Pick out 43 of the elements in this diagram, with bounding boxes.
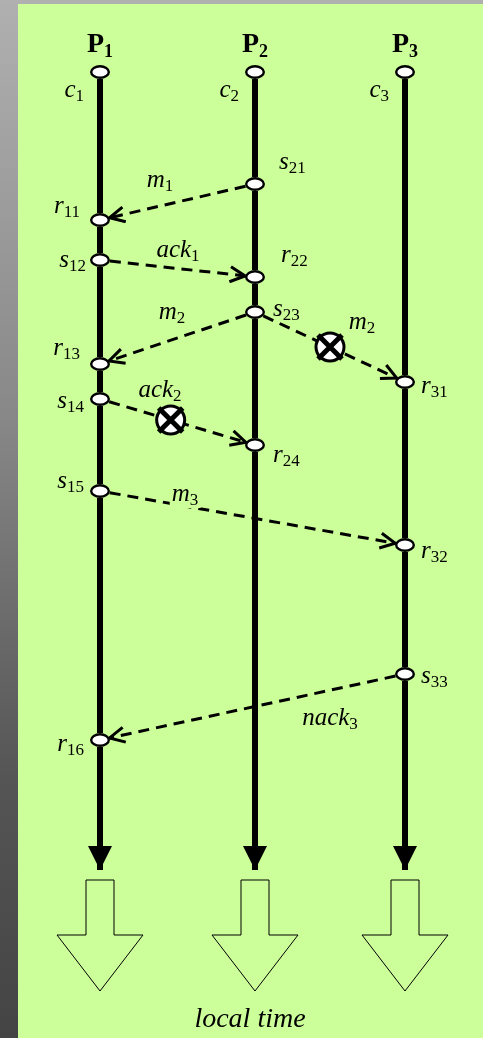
event-label: s$_{12}$ bbox=[59, 246, 86, 274]
message-arrow bbox=[262, 314, 399, 381]
event-label: r$_{13}$ bbox=[53, 334, 80, 362]
timeline bbox=[88, 747, 112, 870]
event-label: r$_{32}$ bbox=[421, 537, 448, 565]
timeline bbox=[97, 498, 103, 733]
timeline bbox=[252, 284, 258, 305]
event-label: c$_{1}$ bbox=[64, 76, 84, 104]
event-label: r$_{22}$ bbox=[281, 241, 308, 269]
timeline bbox=[97, 227, 103, 253]
event-label: r$_{31}$ bbox=[421, 372, 448, 400]
event-label: s$_{21}$ bbox=[279, 148, 306, 176]
timeline bbox=[97, 406, 103, 484]
process-name: P$_{2}$ bbox=[241, 28, 269, 60]
timeline bbox=[97, 79, 103, 213]
message-arrow bbox=[108, 674, 396, 744]
message-arrow bbox=[108, 400, 248, 447]
event-label: s$_{33}$ bbox=[421, 662, 448, 690]
message-arrow bbox=[109, 491, 397, 550]
timeline bbox=[402, 79, 408, 375]
event-label: s$_{23}$ bbox=[273, 295, 300, 323]
timeline bbox=[252, 319, 258, 438]
axis-caption: local time bbox=[194, 1002, 306, 1034]
timeline bbox=[393, 681, 417, 870]
message-arrow bbox=[108, 184, 246, 224]
timeline bbox=[402, 389, 408, 538]
event-label: r$_{24}$ bbox=[273, 441, 300, 469]
event-label: r$_{16}$ bbox=[57, 730, 84, 758]
event-label: c$_{2}$ bbox=[219, 76, 239, 104]
event-label: r$_{11}$ bbox=[53, 192, 80, 220]
event-label: c$_{3}$ bbox=[369, 76, 389, 104]
process-name: P$_{3}$ bbox=[391, 28, 419, 60]
timeline bbox=[243, 452, 267, 870]
timeline bbox=[402, 552, 408, 667]
process-name: P$_{1}$ bbox=[86, 28, 114, 60]
event-label: s$_{14}$ bbox=[57, 387, 84, 415]
event-label: s$_{15}$ bbox=[57, 467, 84, 495]
timeline bbox=[252, 191, 258, 270]
timeline bbox=[97, 371, 103, 392]
timeline bbox=[97, 267, 103, 357]
message-arrow bbox=[107, 313, 247, 365]
message-arrow bbox=[109, 259, 247, 284]
timeline bbox=[252, 79, 258, 177]
